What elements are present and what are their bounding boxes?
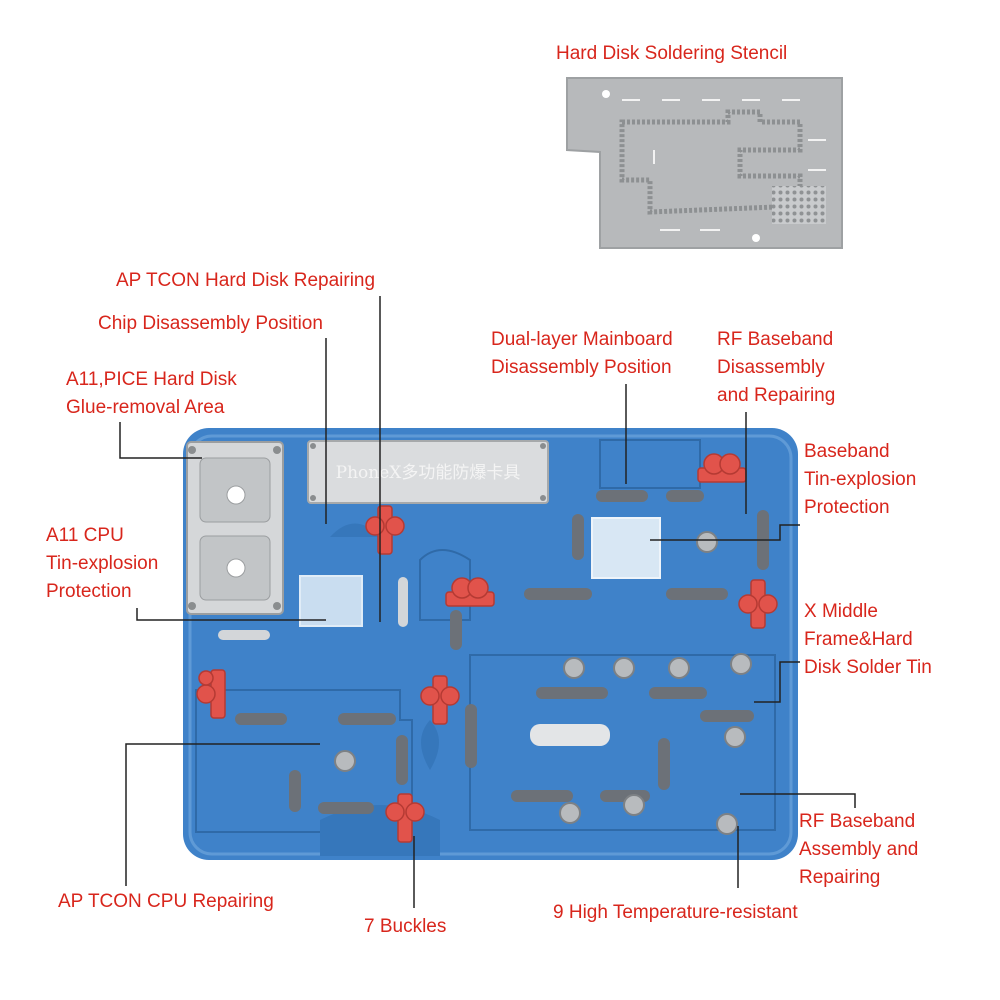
pin-icon [668, 657, 690, 679]
plate-engraving: PhoneX多功能防爆卡具 [336, 463, 521, 483]
pin-icon [724, 726, 746, 748]
leader-lines [119, 296, 856, 908]
label-ap-tcon-cpu: AP TCON CPU Repairing [58, 891, 274, 912]
label-high-temp: 9 High Temperature-resistant [553, 902, 798, 923]
pin-icon [696, 531, 718, 553]
steel-pad [530, 724, 610, 746]
stencil-hole-icon [602, 90, 610, 98]
pin-icon [716, 813, 738, 835]
slots [218, 490, 769, 814]
pin-icon [563, 657, 585, 679]
stencil-ball-grid [772, 186, 826, 224]
glue-removal-insert [186, 441, 284, 615]
label-stencil-title: Hard Disk Soldering Stencil [556, 43, 788, 64]
buckles [196, 453, 778, 843]
engraved-plate: PhoneX多功能防爆卡具 [307, 440, 549, 504]
stencil-hole-icon [752, 234, 760, 242]
heat-pad-right [591, 517, 661, 579]
pin-icon [559, 802, 581, 824]
heat-pad-left [299, 575, 363, 627]
pin-icon [623, 794, 645, 816]
buckle-icon [420, 675, 460, 725]
label-buckles: 7 Buckles [364, 916, 447, 937]
pin-icon [613, 657, 635, 679]
buckle-icon [697, 453, 747, 483]
label-chip-disassembly: Chip Disassembly Position [98, 313, 323, 334]
buckle-icon [738, 579, 778, 629]
pin-icon [334, 750, 356, 772]
high-temp-pins [334, 531, 752, 835]
buckle-icon [365, 505, 405, 555]
heat-pads [299, 517, 661, 746]
pin-icon [730, 653, 752, 675]
buckle-icon [445, 577, 495, 607]
buckle-icon [196, 669, 226, 719]
label-ap-tcon-hard-disk: AP TCON Hard Disk Repairing [116, 270, 376, 291]
hard-disk-stencil [566, 77, 843, 249]
buckle-icon [385, 793, 425, 843]
